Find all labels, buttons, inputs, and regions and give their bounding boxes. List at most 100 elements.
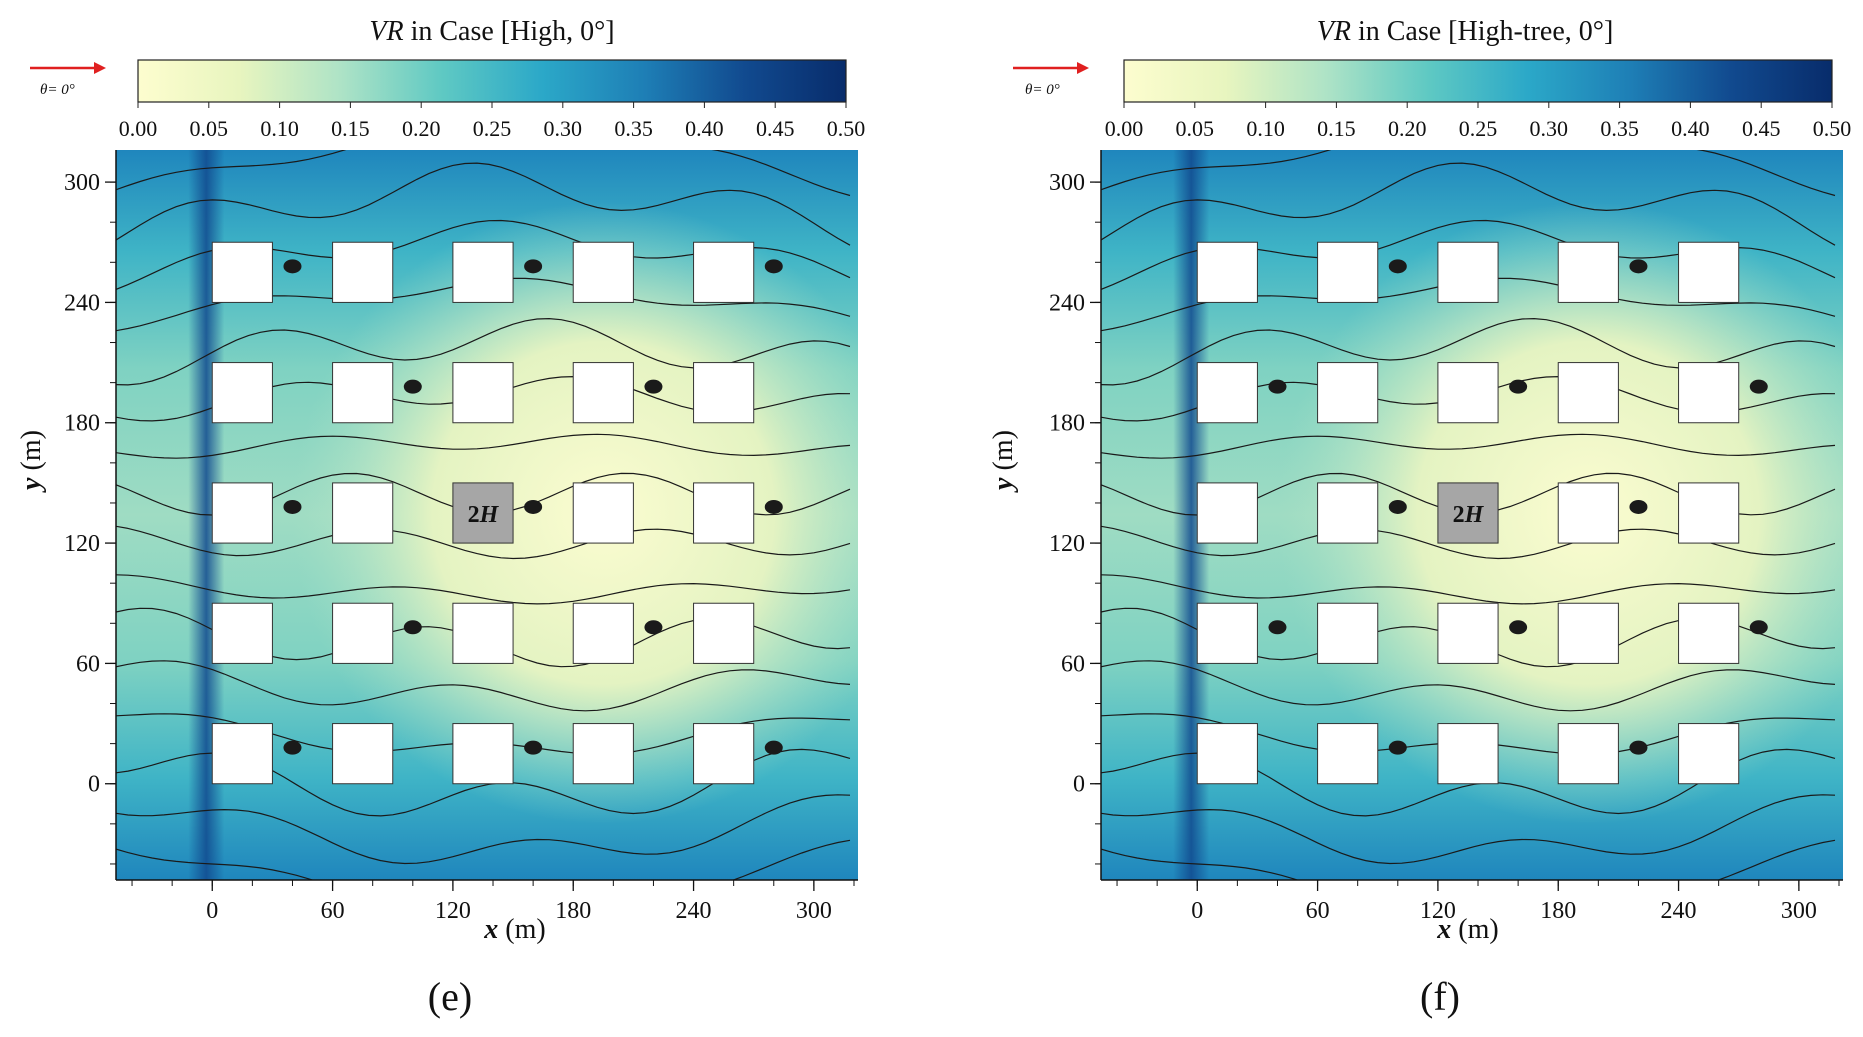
panel-e-y-tick-label: 300 <box>64 170 100 196</box>
panel-f-title: VR in Case [High-tree, 0°] <box>1317 16 1614 47</box>
panel-f-block <box>1557 482 1619 544</box>
panel-f-block <box>1317 362 1379 424</box>
panel-e-streamline <box>116 839 851 880</box>
panel-f-y-tick-label: 240 <box>1049 290 1085 316</box>
panel-f-streamline <box>1101 162 1836 246</box>
panel-e-block <box>211 482 273 544</box>
panel-e-colorbar-tick-label: 0.25 <box>473 116 512 141</box>
panel-f-wind-indicator: θ= 0° <box>1013 62 1089 98</box>
panel-f-colorbar-tick-label: 0.10 <box>1246 116 1285 141</box>
panel-f-colorbar-tick-label: 0.25 <box>1459 116 1498 141</box>
panel-f-vortex <box>1268 379 1287 394</box>
panel-f-target-block-label: 2H <box>1453 502 1485 528</box>
panel-e-streamline <box>116 574 851 605</box>
panel-f-vortex <box>1268 620 1287 635</box>
panel-e-streamline <box>116 794 851 865</box>
panel-f-block <box>1317 602 1379 664</box>
panel-e-wind-arrowhead <box>94 62 106 74</box>
panel-f-colorbar-tick-label: 0.50 <box>1813 116 1852 141</box>
panel-f-wind-arrowhead <box>1077 62 1089 74</box>
panel-e-vortex <box>764 499 783 514</box>
panel-f-block <box>1557 723 1619 785</box>
panel-f-streamline <box>1101 660 1836 712</box>
panel-e-block <box>332 723 394 785</box>
panel-f-vortex <box>1509 620 1528 635</box>
panel-f-block <box>1678 362 1740 424</box>
panel-e-colorbar-tick-label: 0.00 <box>119 116 158 141</box>
panel-e-y-tick-label: 120 <box>64 531 100 557</box>
panel-e-label: (e) <box>428 974 472 1019</box>
panel-f-blocks: 2H <box>1196 241 1740 785</box>
panel-f-block <box>1196 723 1258 785</box>
panel-e-vortex <box>764 740 783 755</box>
panel-e-title: VR in Case [High, 0°] <box>369 16 614 47</box>
panel-f-colorbar-tick-label: 0.20 <box>1388 116 1427 141</box>
panel-e-block <box>693 362 755 424</box>
panel-f-block <box>1678 482 1740 544</box>
panel-e-block <box>572 602 634 664</box>
panel-e-block <box>572 723 634 785</box>
panel-e-block <box>572 241 634 303</box>
panel-e: VR in Case [High, 0°] θ= 0° 0.00 0.05 0.10… <box>16 16 865 1019</box>
panel-f-streamline <box>1101 525 1836 560</box>
panel-f-streamline <box>1101 839 1836 880</box>
panel-e-block <box>452 602 514 664</box>
panel-e-block <box>572 362 634 424</box>
panel-e-vortex <box>283 259 302 274</box>
panel-e-xlabel-unit: (m) <box>498 914 545 945</box>
panel-e-wind-label: θ= 0° <box>40 82 75 98</box>
panel-e-block <box>452 362 514 424</box>
panel-f-target-block <box>1437 482 1499 544</box>
panel-f-colorbar-tick-label: 0.05 <box>1176 116 1215 141</box>
panel-e-block <box>332 241 394 303</box>
panel-e-colorbar-tick-label: 0.30 <box>544 116 583 141</box>
panel-f-block <box>1196 482 1258 544</box>
panel-e-colorbar-tick-label: 0.15 <box>331 116 370 141</box>
panel-e-x-tick-label: 60 <box>321 898 345 924</box>
panel-e-vortex <box>524 259 543 274</box>
panel-e-block <box>572 482 634 544</box>
panel-e-ylabel-unit: (m) <box>16 430 47 477</box>
panel-e-title-var: VR <box>369 16 403 47</box>
panel-e-xlabel-var: x <box>483 914 498 945</box>
panel-e-target-block-label: 2H <box>468 502 500 528</box>
panel-f-x-tick-label: 240 <box>1661 898 1697 924</box>
panel-e-block <box>693 241 755 303</box>
panel-e-block <box>211 241 273 303</box>
panel-e-streamline <box>116 525 851 560</box>
panel-e-y-tick-label: 240 <box>64 290 100 316</box>
panel-e-y-tick-label: 60 <box>76 651 100 677</box>
panel-e-colorbar-tick-label: 0.05 <box>190 116 229 141</box>
panel-e-target-block <box>452 482 514 544</box>
panel-f-block <box>1678 723 1740 785</box>
panel-e-vortex <box>403 620 422 635</box>
panel-f-vortex <box>1388 499 1407 514</box>
panel-f-streamline <box>1101 150 1836 197</box>
panel-e-colorbar-tick-label: 0.10 <box>260 116 299 141</box>
panel-f-block <box>1317 723 1379 785</box>
panel-f-block <box>1678 602 1740 664</box>
panel-e-vortex <box>524 499 543 514</box>
panel-f-block <box>1196 241 1258 303</box>
panel-e-block <box>693 482 755 544</box>
panel-f-vortices <box>1268 259 1768 755</box>
panel-e-x-tick-label: 240 <box>676 898 712 924</box>
panel-e-vortex <box>644 620 663 635</box>
panel-f-colorbar-tick-label: 0.45 <box>1742 116 1781 141</box>
panel-f-title-rest: in Case [High-tree, 0°] <box>1351 16 1613 47</box>
panel-e-y-tick-label: 180 <box>64 411 100 437</box>
panel-f-vortex <box>1388 259 1407 274</box>
panel-e-block <box>332 602 394 664</box>
panel-f-block <box>1317 482 1379 544</box>
panel-f-ylabel-unit: (m) <box>988 430 1019 477</box>
panel-f-streamline <box>1101 794 1836 865</box>
panel-e-wind-indicator: θ= 0° <box>30 62 106 98</box>
panel-e-title-rest: in Case [High, 0°] <box>404 16 615 47</box>
panel-f-label: (f) <box>1420 974 1460 1019</box>
panel-f-block <box>1437 362 1499 424</box>
